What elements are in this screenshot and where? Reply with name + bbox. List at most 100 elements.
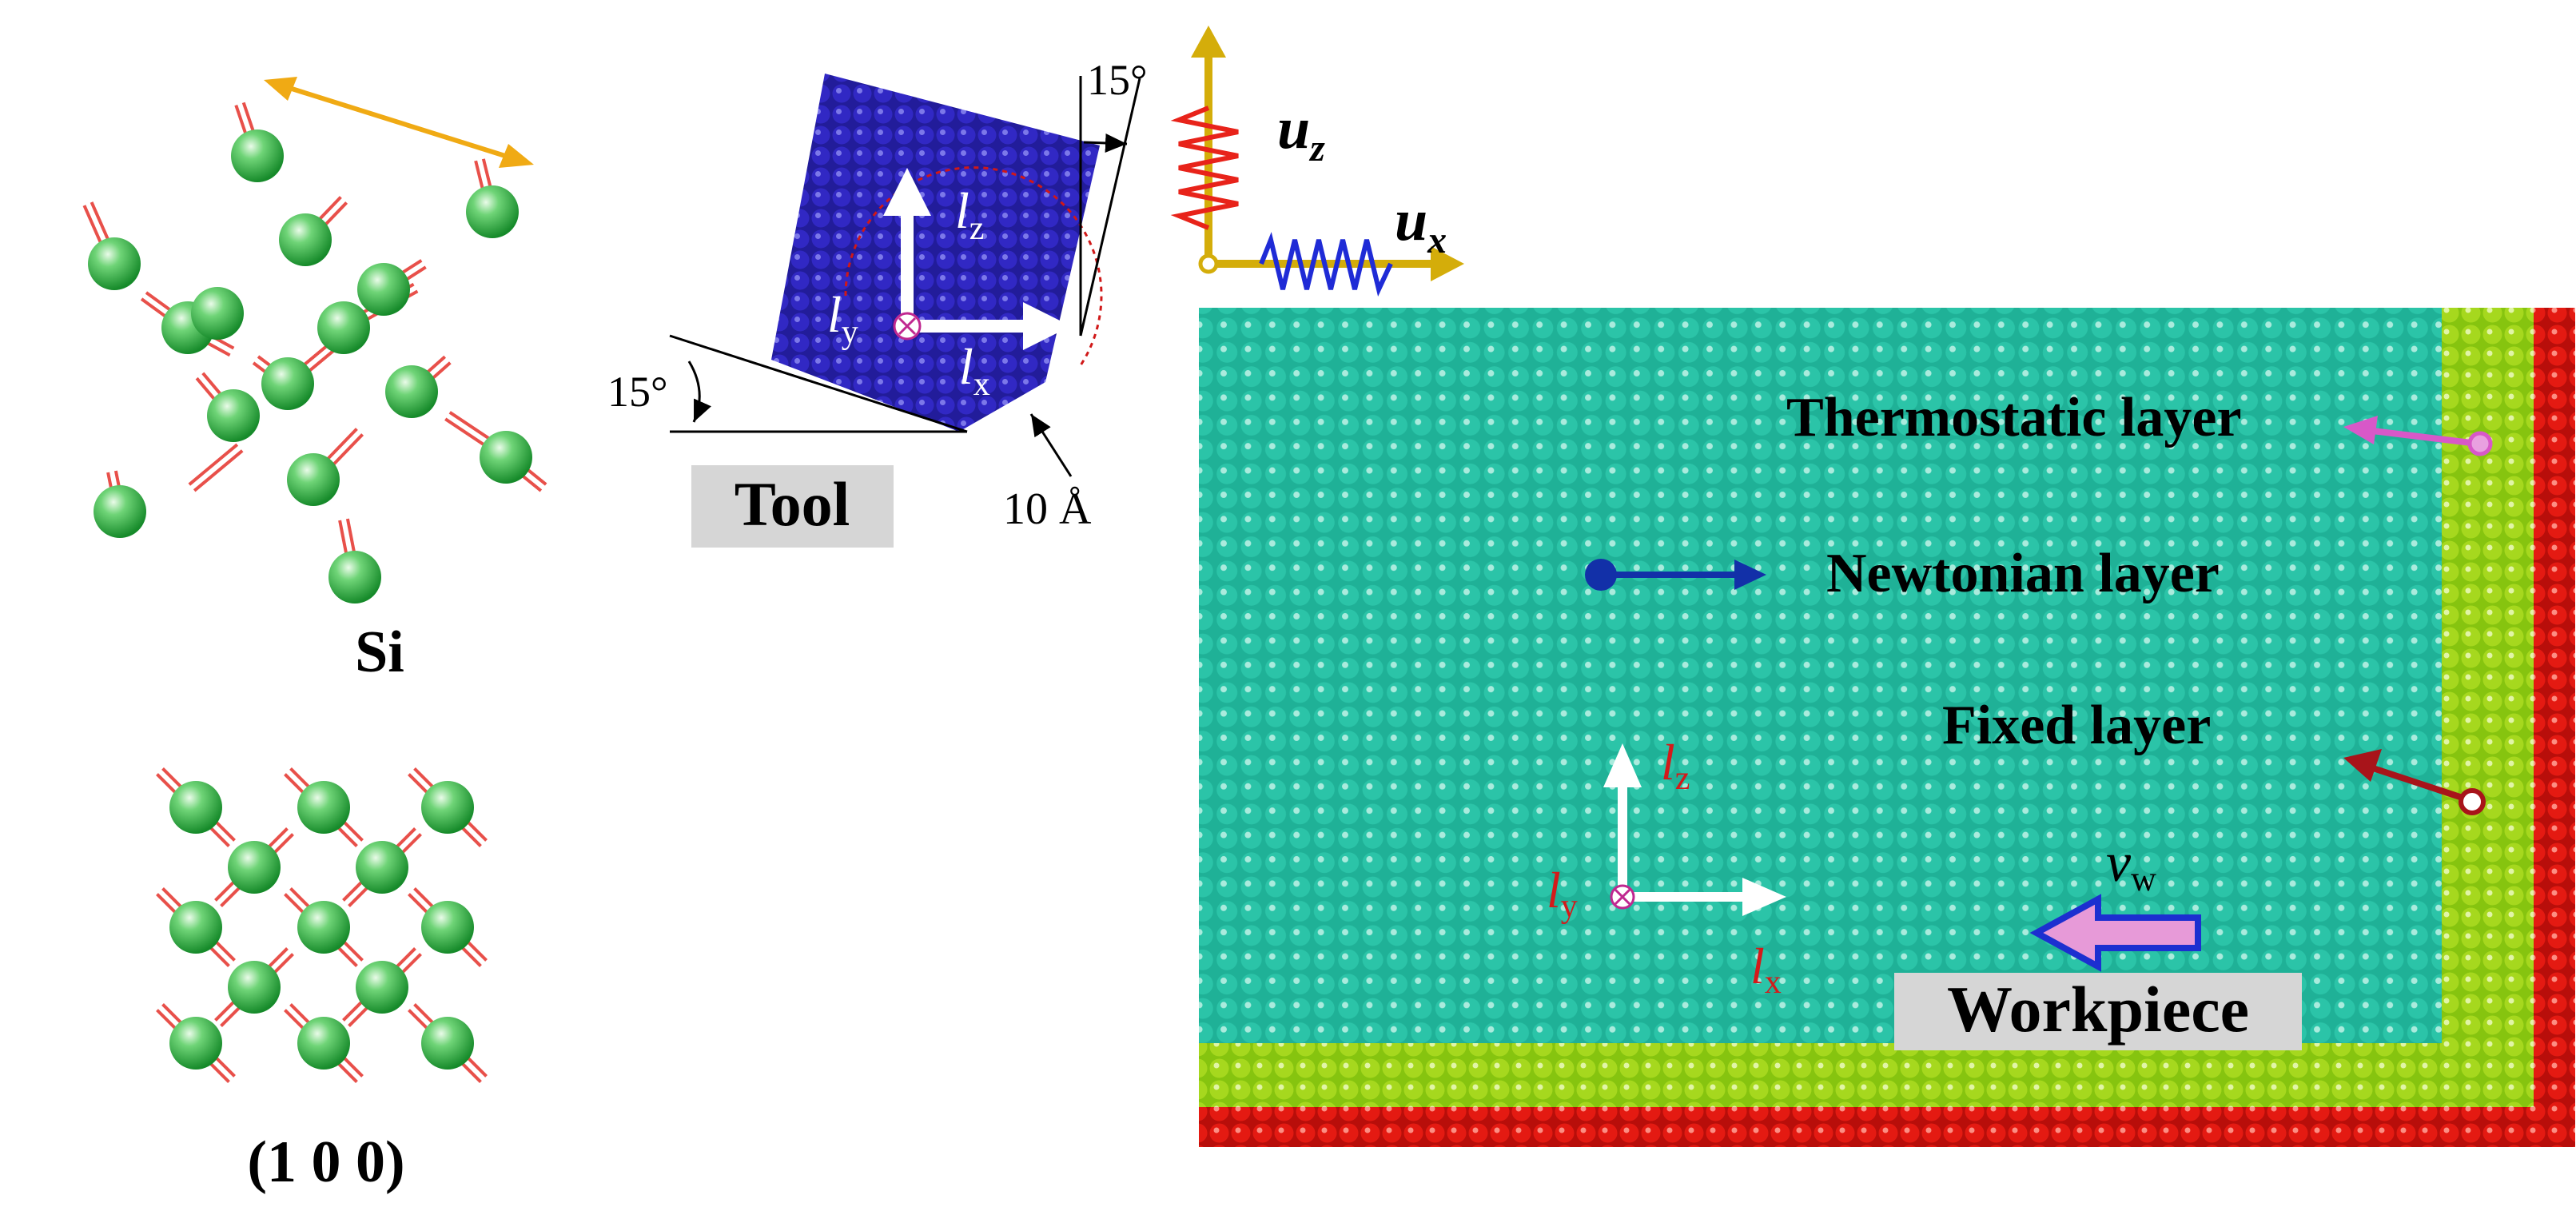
wp-lz-sub: z [1675, 760, 1690, 797]
tool-rake-face [1079, 78, 1141, 337]
si-atom [228, 961, 281, 1014]
wp-lz-arrowhead [1603, 743, 1642, 787]
wp-ly-main: l [1547, 862, 1561, 918]
si-atom [88, 237, 141, 290]
wp-ly-label: ly [1547, 862, 1578, 925]
plane-label: (1 0 0) [247, 1129, 404, 1195]
si-100-plane [156, 767, 488, 1083]
si-atom [328, 551, 381, 604]
tool-group [669, 74, 1141, 477]
workpiece-label-box: Workpiece [1894, 973, 2302, 1050]
si-atom [191, 287, 244, 340]
lattice-constant-arrow [289, 86, 506, 158]
si-bond [193, 449, 244, 492]
fixed-pointer-head [2343, 749, 2382, 782]
si-atom [169, 901, 222, 954]
angle-label-left: 15° [607, 368, 668, 416]
spring-z-icon [1170, 106, 1239, 230]
wp-lx-arrowhead [1742, 878, 1786, 916]
si-atom [169, 1017, 222, 1070]
thermostatic-pointer [2365, 427, 2478, 447]
newtonian-pointer-head [1734, 560, 1766, 590]
spring-anchor [1198, 253, 1219, 274]
fixed-layer-label: Fixed layer [1942, 695, 2211, 756]
wp-ly-cross [1614, 888, 1631, 906]
wp-lx-label: lx [1750, 938, 1782, 1001]
si-atom [94, 485, 146, 538]
si-atom [297, 781, 350, 834]
wp-lz-label: lz [1661, 734, 1690, 797]
wp-lx-sub: x [1765, 964, 1782, 1001]
thermostatic-pointer-head [2343, 416, 2378, 444]
tool-lz-main: l [955, 182, 969, 239]
si-atom [480, 431, 532, 484]
si-atom [297, 1017, 350, 1070]
ux-label: ux [1395, 188, 1447, 261]
si-atom [169, 781, 222, 834]
tool-lx-arrowhead [1023, 302, 1071, 350]
si-atom [297, 901, 350, 954]
workpiece-block [1199, 308, 2575, 1147]
thermostatic-pointer-dot [2467, 431, 2493, 456]
si-atom [317, 301, 370, 354]
si-lattice-3d [82, 77, 547, 604]
si-atom [385, 365, 438, 418]
si-atom [228, 841, 281, 894]
spring-system [1170, 26, 1464, 297]
tool-label-bg [691, 465, 894, 548]
radius-label: 10 Å [1003, 484, 1092, 534]
newtonian-layer-label: Newtonian layer [1826, 543, 2220, 604]
ux-main: u [1395, 188, 1427, 253]
angle-label-top: 15° [1087, 56, 1148, 104]
edge-radius-circle [844, 166, 1103, 368]
ux-sub: x [1427, 219, 1447, 261]
tool-label: Tool [735, 469, 850, 539]
tool-lz-arrowhead [883, 168, 931, 216]
wp-lz-main: l [1661, 734, 1675, 791]
thermostatic-layer-label: Thermostatic layer [1786, 387, 2242, 448]
tool-ly-cross [898, 317, 917, 336]
vw-main: v [2106, 832, 2132, 894]
wp-ly-sub: y [1561, 888, 1578, 925]
lattice-arrow-head-right [499, 144, 534, 168]
tool-lx-label: lx [959, 338, 990, 403]
uz-sub: z [1308, 127, 1325, 169]
tool-body [771, 74, 1100, 432]
tool-lx-main: l [959, 338, 973, 395]
tool-label-box: Tool [691, 465, 894, 548]
si-atom [421, 1017, 474, 1070]
tool-ly-sub: y [842, 314, 858, 351]
z-axis-arrowhead [1191, 26, 1226, 58]
si-atom [421, 781, 474, 834]
si-atom [356, 841, 408, 894]
x-axis-arrowhead [1431, 246, 1464, 281]
si-atom [466, 185, 519, 238]
workpiece-axes [1603, 743, 1786, 916]
si-atom [207, 389, 260, 442]
tool-lx-sub: x [973, 366, 990, 403]
tool-ly-label: ly [827, 286, 858, 351]
si-atom [356, 961, 408, 1014]
si-atom [261, 357, 314, 410]
tool-flank-face [669, 334, 968, 433]
si-label: Si [355, 619, 404, 685]
si-atom [287, 453, 340, 506]
workpiece-label-bg [1894, 973, 2302, 1050]
si-atom [279, 213, 332, 266]
vw-sub: w [2131, 859, 2156, 898]
wp-lx-main: l [1750, 938, 1765, 994]
angle-arc-top [1083, 133, 1128, 153]
velocity-left-arrow-icon [2029, 894, 2201, 972]
vw-label: vw [2106, 832, 2156, 898]
si-atom [421, 901, 474, 954]
si-atom [357, 263, 410, 316]
radius-pointer [1029, 413, 1073, 477]
workpiece-label: Workpiece [1947, 973, 2249, 1046]
uz-main: u [1277, 96, 1310, 161]
angle-arc-left [687, 361, 711, 423]
fixed-pointer-dot [2459, 788, 2486, 815]
si-atom [231, 129, 284, 182]
newtonian-layer-region [1199, 308, 2442, 1043]
tool-lz-sub: z [969, 210, 985, 247]
